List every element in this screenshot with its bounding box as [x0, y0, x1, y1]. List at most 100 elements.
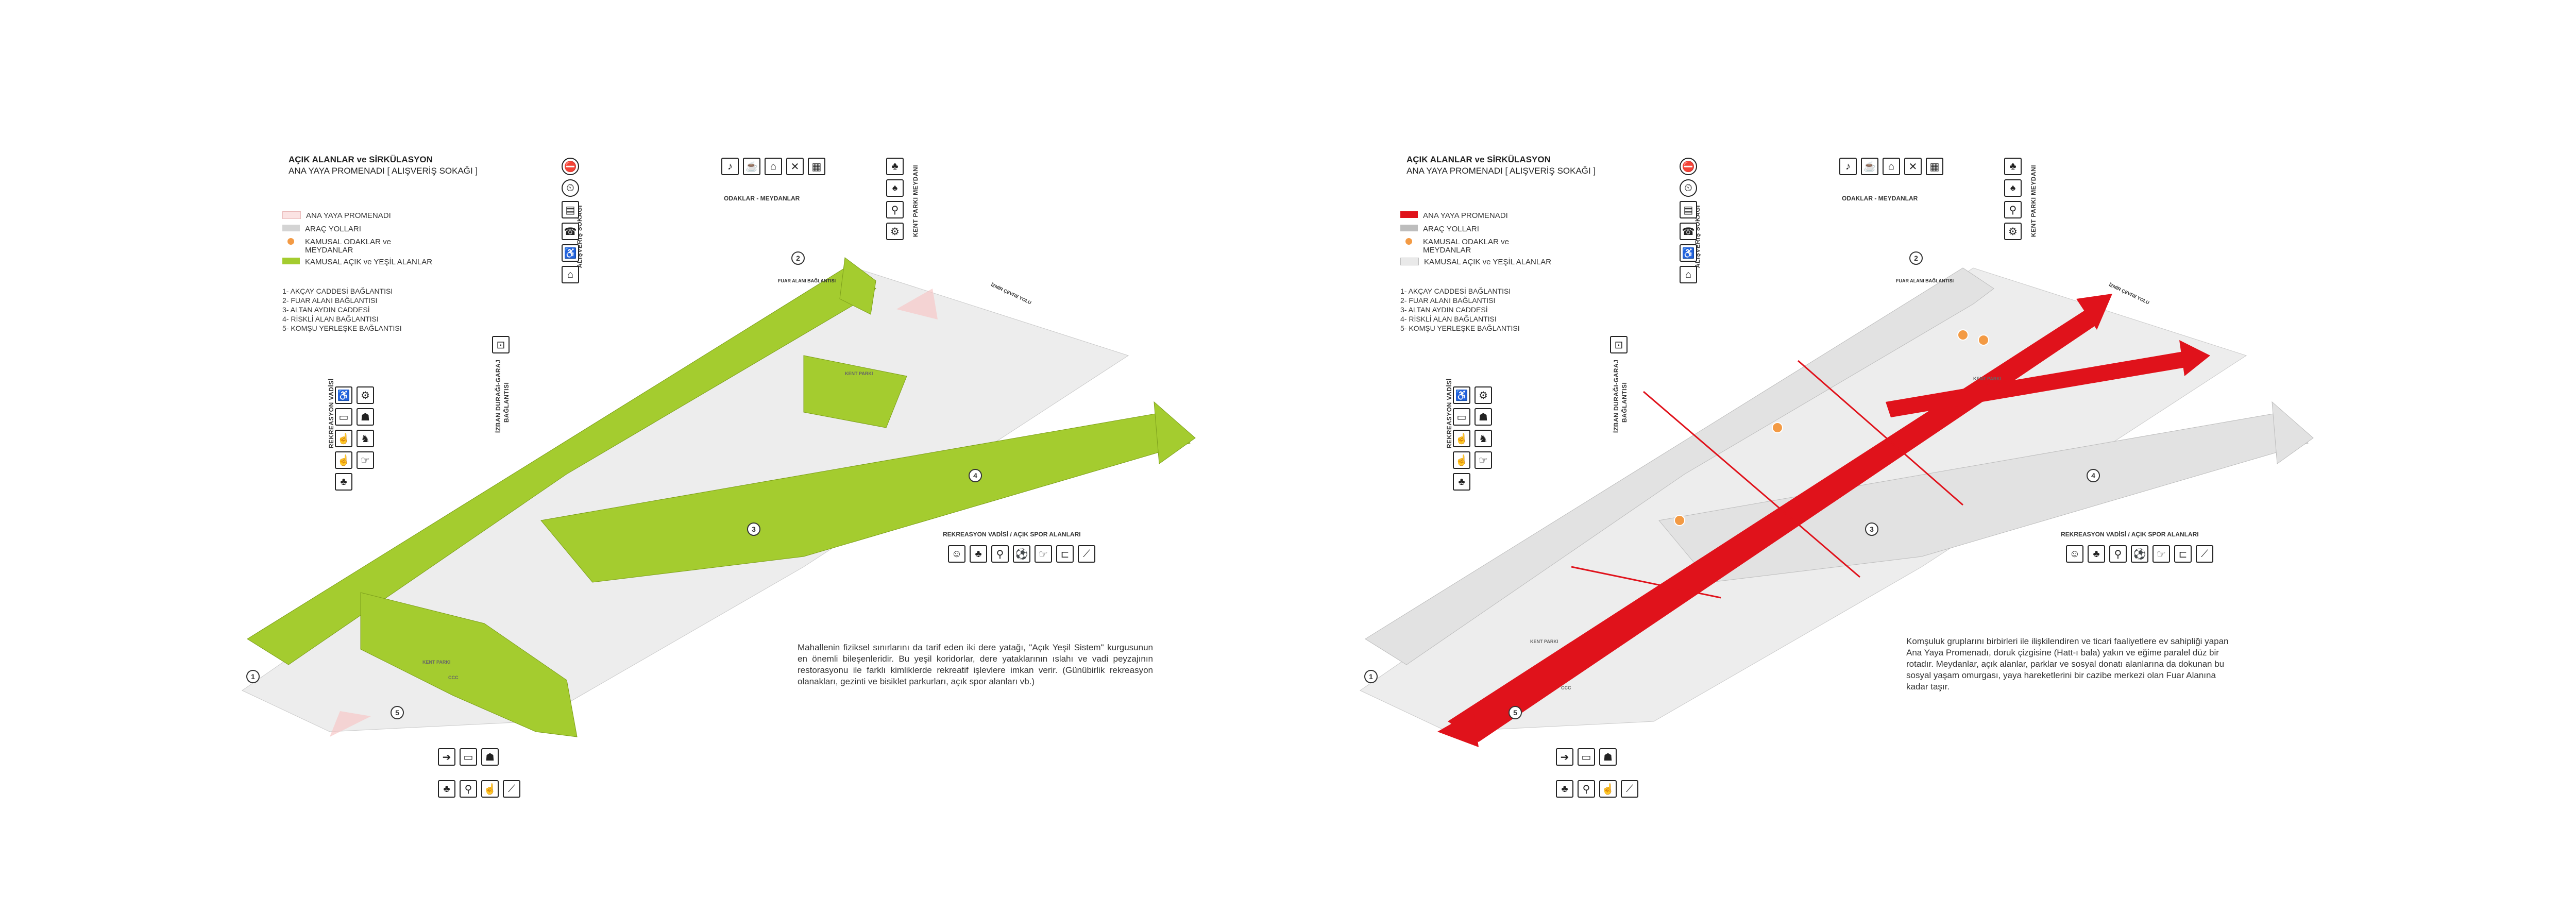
legend-swatch — [282, 258, 300, 264]
legend-swatch — [287, 238, 294, 245]
performance-icon: ♪ — [721, 158, 739, 175]
tree-icon: ♣ — [970, 545, 987, 563]
atm-icon: ▤ — [562, 201, 579, 218]
tree-icon: ♣ — [2004, 158, 2022, 175]
public-focus-marker — [1772, 422, 1783, 433]
green-arrow-east — [1154, 401, 1196, 464]
icon-group-rekreasyon: ♿ ⚙ ▭ ☗ ☝ ♞ ☝ ☞ ♣ — [335, 386, 374, 491]
tree-icon: ♣ — [886, 158, 904, 175]
cafe-icon: ☕ — [743, 158, 760, 175]
icon-group-alisveris: ⛔ ⏲ ▤ ☎ ♿ ⌂ — [1680, 158, 1697, 283]
picnic-icon: ☗ — [481, 748, 499, 766]
promenade-main — [1448, 309, 2097, 742]
restaurant-icon: ✕ — [786, 158, 804, 175]
sport-icon: ⚽ — [2131, 545, 2148, 563]
running-icon: ☞ — [357, 451, 374, 469]
tree-icon: ♣ — [2088, 545, 2105, 563]
slide-icon: ⟋ — [1078, 545, 1095, 563]
promenade-branch-east — [1886, 350, 2195, 417]
bicycle-icon: ⚙ — [1475, 386, 1492, 404]
legend-label: KAMUSAL AÇIK ve YEŞİL ALANLAR — [305, 258, 433, 266]
icon-group-spor: ☺ ♣ ⚲ ⚽ ☞ ⊏ ⟋ — [948, 545, 1095, 563]
connection-item: 5- KOMŞU YERLEŞKE BAĞLANTISI — [282, 324, 402, 332]
legend-swatch — [1405, 238, 1412, 245]
slide-icon: ⟋ — [1621, 780, 1638, 798]
playground-icon: ⚲ — [991, 545, 1009, 563]
clock-24-icon: ⏲ — [1680, 179, 1697, 197]
label-odaklar: ODAKLAR - MEYDANLAR — [1842, 195, 1918, 202]
connection-item: 4- RİSKLİ ALAN BAĞLANTISI — [282, 315, 379, 323]
icon-group-izban: ⊡ — [1610, 336, 1628, 353]
label-baglantisi: BAĞLANTISI — [503, 382, 510, 423]
connection-item: 3- ALTAN AYDIN CADDESİ — [1400, 306, 1488, 314]
connection-item: 2- FUAR ALANI BAĞLANTISI — [282, 296, 378, 305]
legend-item-green: KAMUSAL AÇIK ve YEŞİL ALANLAR — [282, 258, 432, 268]
grey-arrow-east — [2272, 401, 2314, 464]
connection-marker-1: 1 — [246, 670, 260, 683]
playground-icon: ⚲ — [886, 201, 904, 218]
icon-group-south-1: ➔ ▭ ☗ — [438, 748, 499, 766]
playground-icon: ⚲ — [460, 780, 477, 798]
playground-icon: ⚲ — [2109, 545, 2127, 563]
phone-icon: ☎ — [1680, 223, 1697, 240]
green-arrow-north — [839, 257, 876, 315]
description-paragraph: Komşuluk gruplarını birbirleri ile ilişk… — [1906, 636, 2229, 691]
public-focus-marker — [1674, 515, 1685, 526]
info-board-icon: ▦ — [1926, 158, 1943, 175]
legend-item-promenade: ANA YAYA PROMENADI — [1400, 211, 1551, 222]
walking-icon: ☝ — [1453, 451, 1470, 469]
promenade-arrow-south — [1437, 711, 1479, 747]
family-icon: ☺ — [948, 545, 965, 563]
no-entry-icon: ⛔ — [1680, 158, 1697, 175]
tree-icon: ♣ — [335, 473, 352, 491]
connection-marker-3: 3 — [1865, 522, 1878, 536]
phone-icon: ☎ — [562, 223, 579, 240]
tree-icon: ♠ — [886, 179, 904, 197]
seat-icon: ⊏ — [1056, 545, 1074, 563]
connection-item: 4- RİSKLİ ALAN BAĞLANTISI — [1400, 315, 1497, 323]
map-label-kent-parki: KENT PARKI — [1973, 376, 2002, 381]
legend-label: ARAÇ YOLLARI — [305, 225, 361, 233]
atm-icon: ▤ — [1680, 201, 1697, 218]
family-icon: ☺ — [2066, 545, 2083, 563]
playground-icon: ⚲ — [2004, 201, 2022, 218]
connection-item: 5- KOMŞU YERLEŞKE BAĞLANTISI — [1400, 324, 1520, 332]
connection-marker-2: 2 — [1909, 251, 1923, 265]
public-focus-marker — [1957, 329, 1969, 341]
legend: ANA YAYA PROMENADI ARAÇ YOLLARI KAMUSAL … — [1400, 211, 1551, 271]
promenade-arrow-east — [2179, 340, 2210, 376]
shop-icon: ⌂ — [1680, 266, 1697, 283]
map-label-ccc: CCC — [1561, 685, 1571, 690]
connection-list: 1- AKÇAY CADDESİ BAĞLANTISI 2- FUAR ALAN… — [1400, 286, 1520, 333]
picnic-icon: ☗ — [1599, 748, 1617, 766]
label-spor: REKREASYON VADİSİ / AÇIK SPOR ALANLARI — [943, 531, 1081, 538]
slide-icon: ⟋ — [503, 780, 520, 798]
secondary-route — [1571, 566, 1721, 599]
icon-group-rekreasyon: ♿ ⚙ ▭ ☗ ☝ ♞ ☝ ☞ ♣ — [1453, 386, 1492, 491]
panel-title: AÇIK ALANLAR ve SİRKÜLASYON — [1406, 155, 1551, 164]
promenade-arrow-north — [2076, 294, 2112, 330]
legend-label-line2: MEYDANLAR — [1423, 246, 1471, 255]
label-rekreasyon-vadisi: REKREASYON VADİSİ — [1446, 378, 1453, 448]
accessible-icon: ♿ — [562, 244, 579, 262]
promenade-arrow-south — [330, 711, 371, 737]
label-izban-duragi: İZBAN DURAĞI-GARAJ — [1613, 359, 1620, 433]
promenade-arrow-north — [896, 289, 938, 319]
description-paragraph: Mahallenin fiziksel sınırlarını da tarif… — [798, 643, 1153, 686]
restaurant-icon: ✕ — [1904, 158, 1922, 175]
connection-item: 1- AKÇAY CADDESİ BAĞLANTISI — [1400, 287, 1511, 295]
legend-swatch — [282, 225, 300, 231]
public-focus-marker — [1978, 334, 1989, 346]
label-izban-duragi: İZBAN DURAĞI-GARAJ — [495, 359, 502, 433]
running-icon: ☞ — [2153, 545, 2170, 563]
secondary-route — [1643, 391, 1860, 578]
label-baglantisi: BAĞLANTISI — [1621, 382, 1628, 423]
icon-group-south-2: ♣ ⚲ ☝ ⟋ — [1556, 780, 1638, 798]
legend-label: KAMUSAL AÇIK ve YEŞİL ALANLAR — [1424, 258, 1552, 266]
shopping-icon: ⌂ — [1883, 158, 1900, 175]
legend-label: ANA YAYA PROMENADI — [306, 211, 391, 220]
sport-icon: ⚽ — [1013, 545, 1030, 563]
green-park-south — [360, 592, 578, 737]
panel-subtitle: ANA YAYA PROMENADI [ ALIŞVERİŞ SOKAĞI ] — [289, 166, 478, 176]
